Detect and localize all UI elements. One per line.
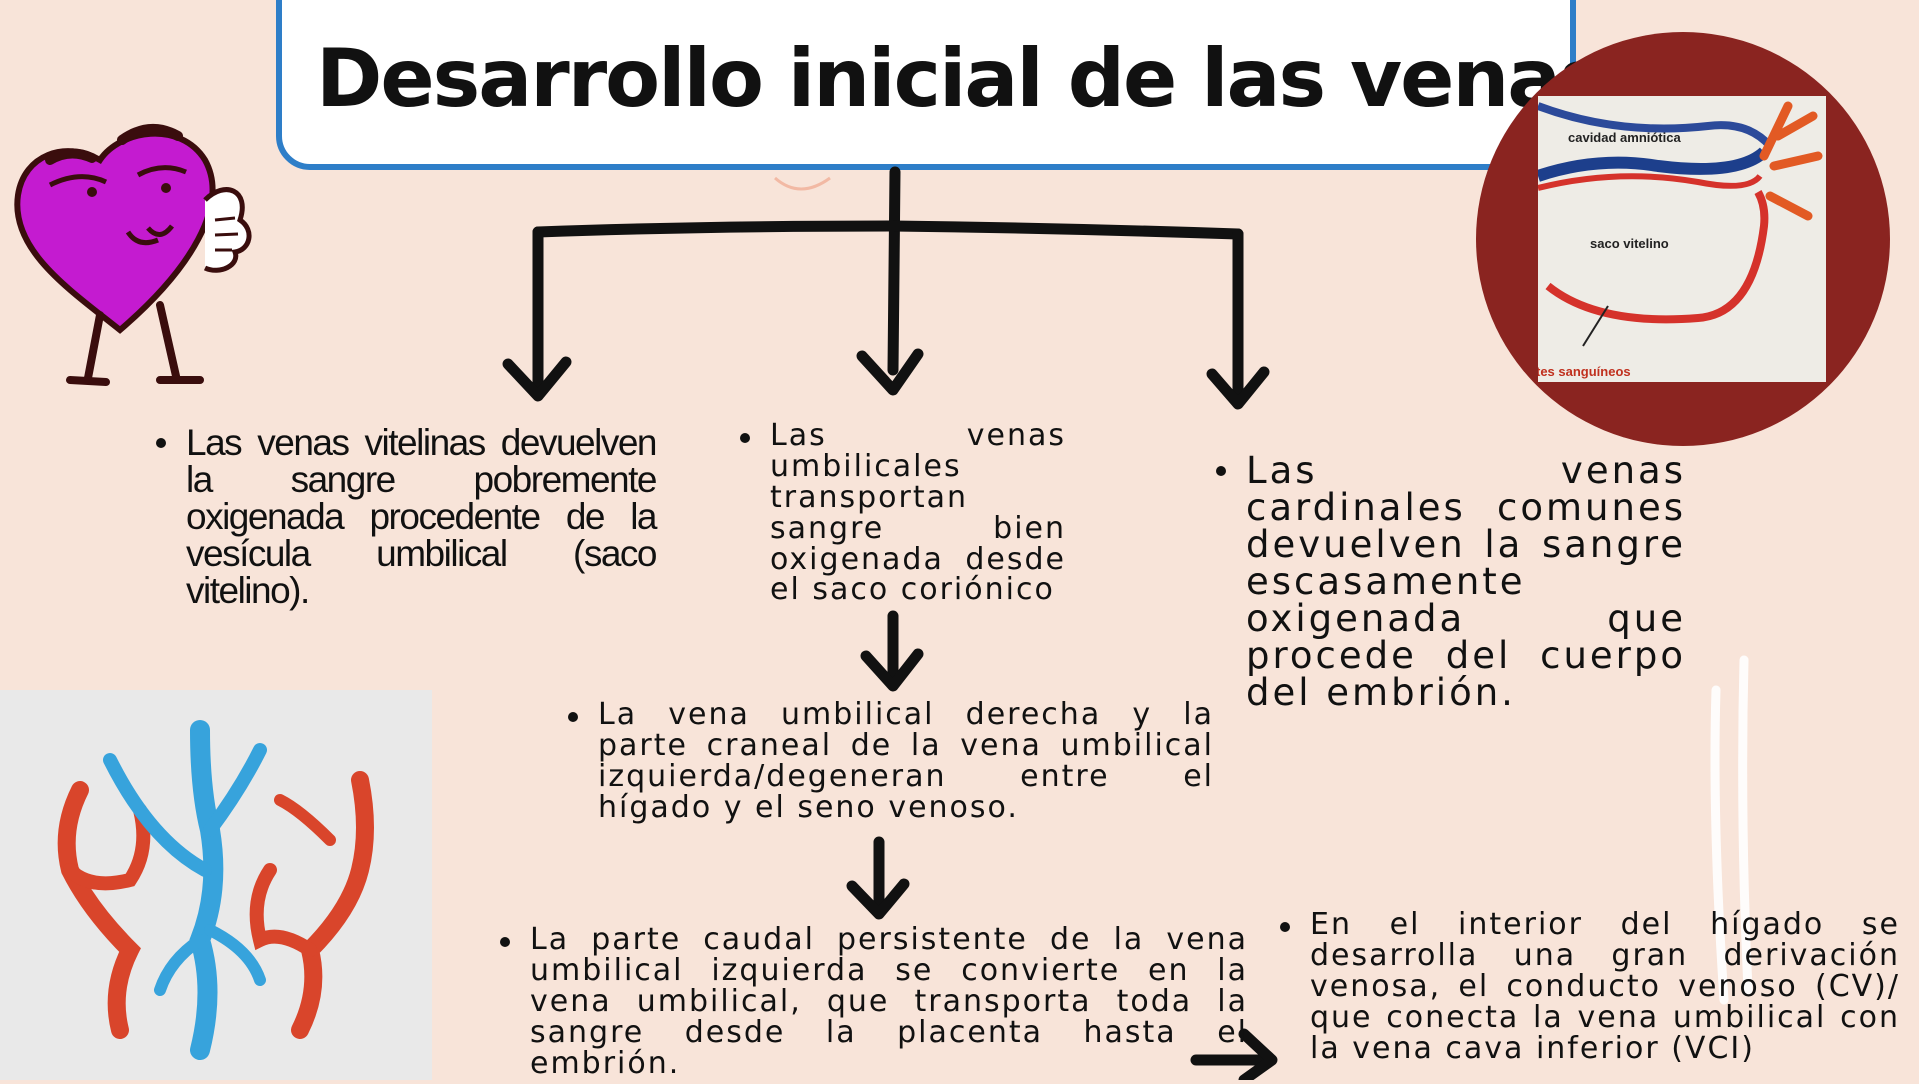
branch-bar	[532, 220, 1244, 240]
vein-diagram-image	[0, 690, 432, 1080]
bullet-umbilicales: Las venas umbilicales transportan sangre…	[736, 420, 1066, 606]
arrow-right-icon	[1238, 1028, 1278, 1080]
heart-character-icon	[14, 124, 252, 386]
arrow-down-icon	[860, 648, 924, 692]
title-box	[276, 0, 1576, 170]
text-block-cardinales: Las venas cardinales comunes devuelven l…	[1212, 452, 1686, 711]
bullet-vitelinas: Las venas vitelinas devuelven la sangre …	[152, 424, 658, 609]
page-title: Desarrollo inicial de las venas	[316, 32, 1607, 125]
text-block-umbilicales: Las venas umbilicales transportan sangre…	[736, 420, 1066, 606]
text-block-parte-caudal: La parte caudal persistente de la vena u…	[496, 924, 1248, 1079]
pink-scribble	[774, 176, 831, 191]
bullet-cardinales: Las venas cardinales comunes devuelven l…	[1212, 452, 1686, 711]
embryo-diagram-image: cavidad amniótica saco vitelino tes sang…	[1538, 96, 1826, 382]
bullet-higado: En el interior del hígado se desarrolla …	[1276, 909, 1900, 1064]
text-block-higado: En el interior del hígado se desarrolla …	[1276, 909, 1900, 1064]
bullet-parte-caudal: La parte caudal persistente de la vena u…	[496, 924, 1248, 1079]
label-yolk: saco vitelino	[1590, 236, 1669, 251]
label-amniotic: cavidad amniótica	[1568, 130, 1681, 145]
white-stroke	[1710, 685, 1729, 1005]
arrow-down-icon	[856, 348, 924, 396]
white-stroke	[1738, 655, 1753, 995]
label-vessels: tes sanguíneos	[1538, 364, 1631, 379]
arrow-down-icon	[502, 356, 572, 402]
arrow-down-icon	[846, 878, 910, 920]
text-block-vena-derecha: La vena umbilical derecha y la parte cra…	[564, 699, 1214, 824]
stem-line	[887, 166, 901, 376]
text-block-vitelinas: Las venas vitelinas devuelven la sangre …	[152, 424, 658, 609]
arrow-down-icon	[1206, 366, 1270, 410]
bullet-vena-derecha: La vena umbilical derecha y la parte cra…	[564, 699, 1214, 824]
